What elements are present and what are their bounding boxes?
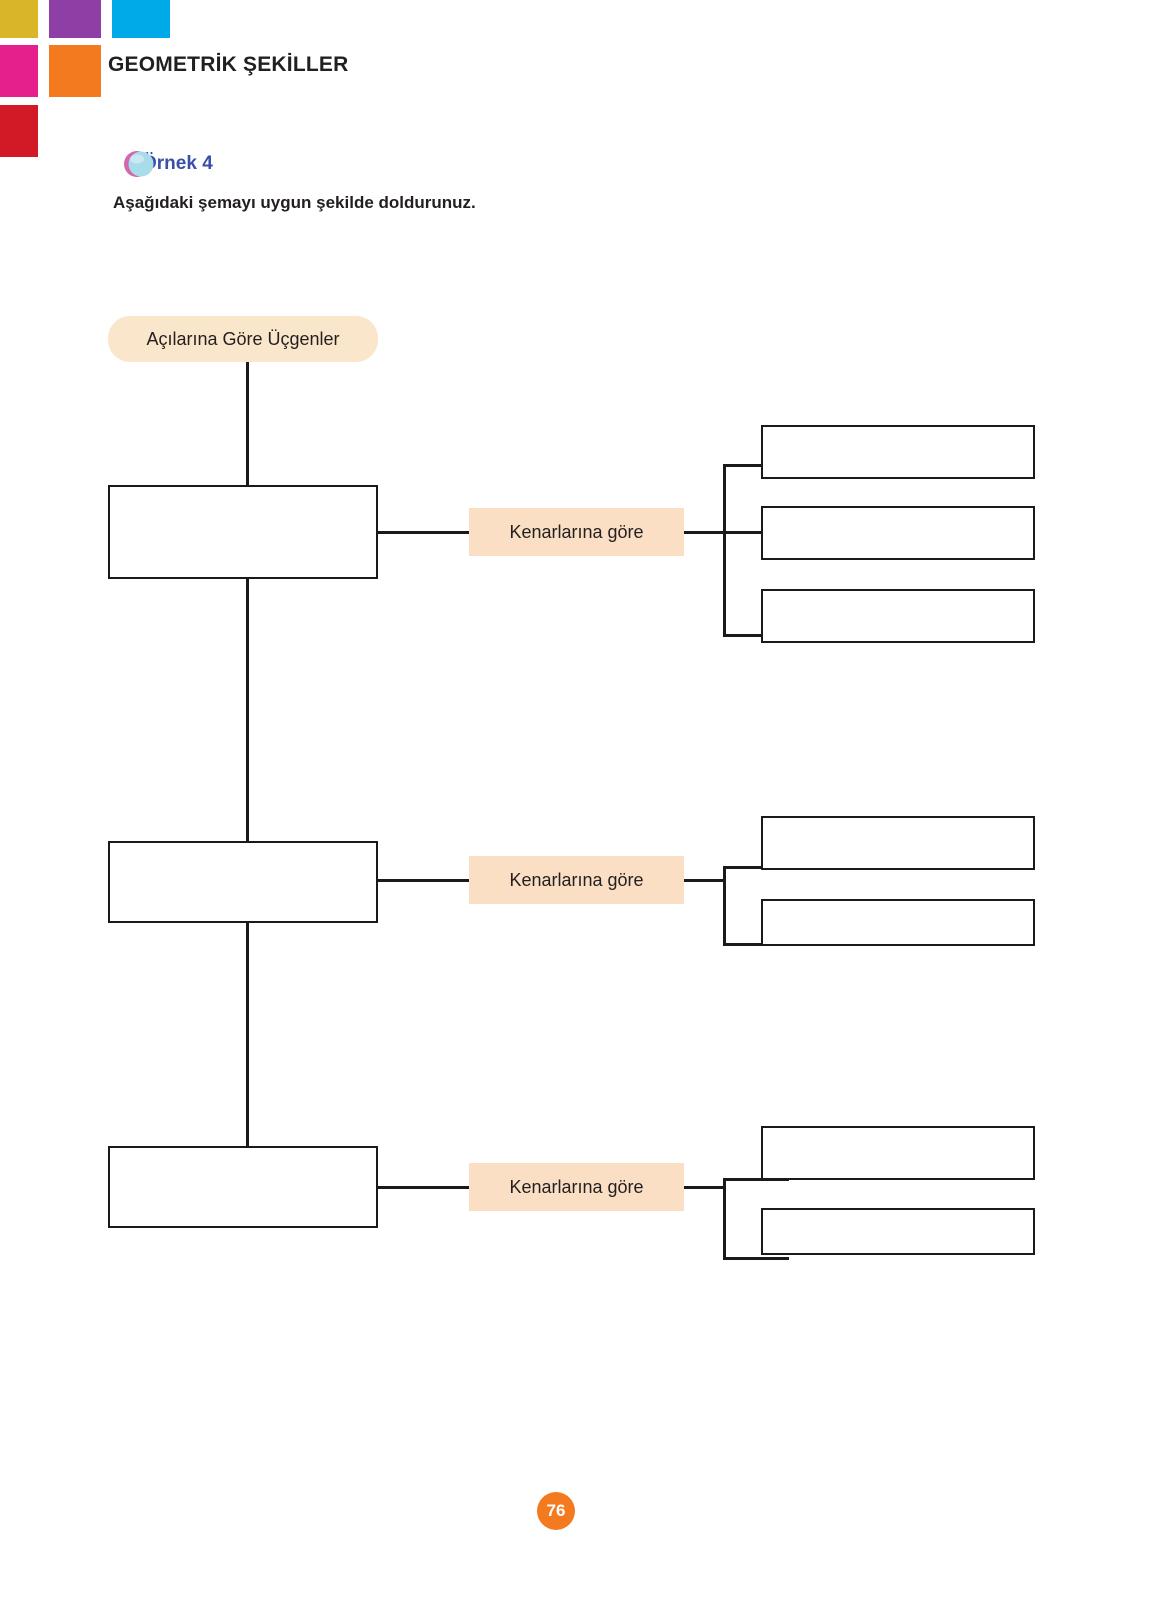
branch-3-leaf-1-connector — [723, 1178, 789, 1181]
diagram-branch-3-leaf-2[interactable] — [761, 1208, 1035, 1255]
swatch-pink — [0, 45, 38, 97]
diagram-branch-3-tag[interactable]: Kenarlarına göre — [469, 1163, 684, 1211]
diagram-branch-2-leaf-2[interactable] — [761, 899, 1035, 946]
trunk-line-vertical — [246, 362, 249, 1146]
diagram-branch-3-leaf-1[interactable] — [761, 1126, 1035, 1180]
branch-1-leaf-2-connector — [723, 531, 789, 534]
swatch-red — [0, 105, 38, 157]
instruction-text: Aşağıdaki şemayı uygun şekilde doldurunu… — [113, 193, 476, 212]
swatch-cyan — [112, 0, 170, 38]
branch-2-leaf-1-connector — [723, 866, 789, 869]
swatch-purple — [49, 0, 101, 38]
diagram-branch-1-leaf-2[interactable] — [761, 506, 1035, 560]
example-heading: Örnek 4 — [122, 148, 213, 180]
branch-2-connector-to-tag — [378, 879, 471, 882]
swatch-yellow — [0, 0, 38, 38]
page-number: 76 — [537, 1492, 575, 1530]
diagram-branch-1-leaf-3[interactable] — [761, 589, 1035, 643]
branch-2-tag-to-spine — [684, 879, 725, 882]
example-label: Örnek 4 — [142, 153, 213, 174]
page-title: GEOMETRİK ŞEKİLLER — [108, 53, 349, 76]
diagram-branch-1-tag[interactable]: Kenarlarına göre — [469, 508, 684, 556]
diagram-root-node[interactable]: Açılarına Göre Üçgenler — [108, 316, 378, 362]
diagram-branch-3-primary-box[interactable] — [108, 1146, 378, 1228]
diagram-branch-1-leaf-1[interactable] — [761, 425, 1035, 479]
branch-2-leaf-2-connector — [723, 943, 789, 946]
branch-3-connector-to-tag — [378, 1186, 471, 1189]
branch-3-spine-vertical — [723, 1178, 726, 1260]
example-bubble-icon — [122, 148, 156, 180]
branch-1-leaf-3-connector — [723, 634, 789, 637]
diagram-branch-2-leaf-1[interactable] — [761, 816, 1035, 870]
branch-1-connector-to-tag — [378, 531, 471, 534]
branch-3-leaf-2-connector — [723, 1257, 789, 1260]
branch-3-tag-to-spine — [684, 1186, 725, 1189]
branch-2-spine-vertical — [723, 866, 726, 945]
diagram-branch-2-primary-box[interactable] — [108, 841, 378, 923]
diagram-branch-1-primary-box[interactable] — [108, 485, 378, 579]
diagram-branch-2-tag[interactable]: Kenarlarına göre — [469, 856, 684, 904]
branch-1-leaf-1-connector — [723, 464, 789, 467]
swatch-orange — [49, 45, 101, 97]
branch-1-spine-vertical — [723, 464, 726, 637]
branch-1-tag-to-spine — [684, 531, 725, 534]
